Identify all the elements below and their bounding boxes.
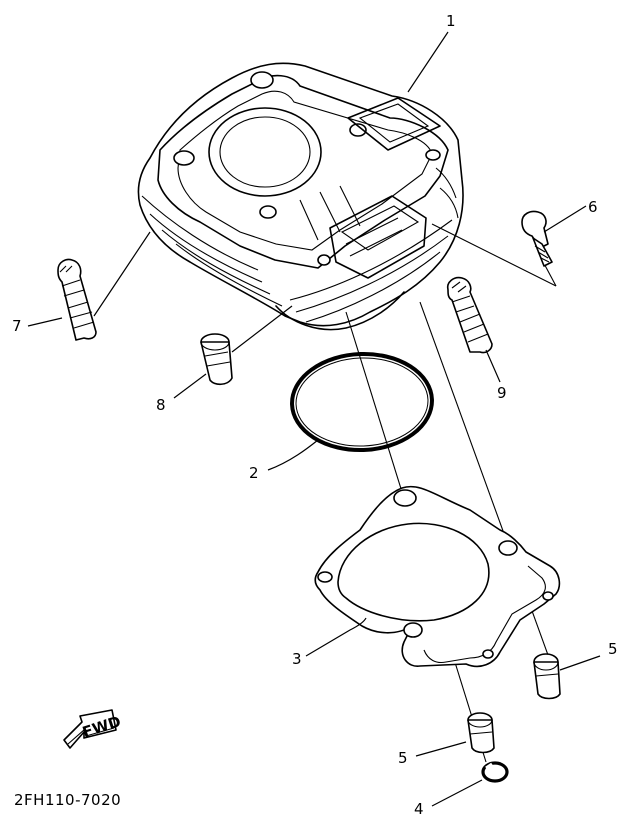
- callout-8: 8: [156, 396, 166, 414]
- callout-3: 3: [292, 650, 302, 668]
- clip-part: [481, 761, 509, 783]
- callout-5-right: 5: [608, 640, 618, 658]
- stud-bolt-left-part: [57, 258, 97, 341]
- stud-bolt-right-part: [446, 276, 493, 354]
- callout-9: 9: [497, 384, 507, 402]
- drawing-code: 2FH110-7020: [14, 791, 121, 809]
- cylinder-gasket-part: [314, 485, 561, 668]
- callout-7: 7: [12, 317, 22, 335]
- dowel-pin-upper-part: [200, 333, 233, 386]
- callout-4: 4: [414, 800, 424, 818]
- callout-6: 6: [588, 198, 598, 216]
- o-ring-part: [290, 351, 434, 453]
- fwd-arrow-icon: [63, 709, 117, 749]
- leader-lines: [27, 31, 601, 807]
- bolt-part: [521, 210, 553, 267]
- callout-labels: 1 2 3 4 5 5 6 7 8 9: [12, 12, 618, 818]
- callout-1: 1: [446, 12, 456, 30]
- dowel-pin-right-part: [533, 653, 561, 700]
- callout-5-left: 5: [398, 749, 408, 767]
- cylinder-part: [137, 62, 464, 331]
- dowel-pin-left-part: [467, 712, 495, 754]
- callout-2: 2: [249, 464, 259, 482]
